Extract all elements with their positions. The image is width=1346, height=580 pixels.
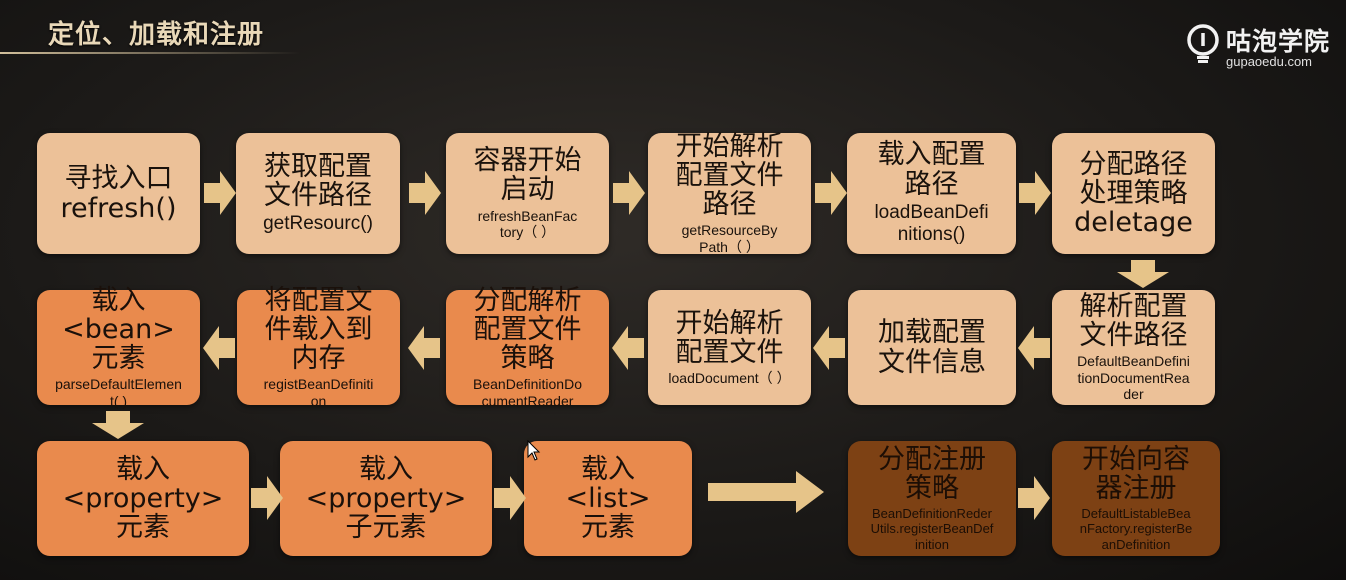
step-main-text: 载入<property>元素 xyxy=(62,453,224,544)
slide-title: 定位、加载和注册 xyxy=(48,20,265,50)
step-box: 开始解析配置文件 loadDocument（ ） xyxy=(648,290,811,405)
arrow-left-icon xyxy=(203,326,235,370)
arrow-right-icon xyxy=(613,171,645,215)
arrow-right-icon xyxy=(1019,171,1051,215)
arrow-left-icon xyxy=(813,326,845,370)
step-box: 载入<property>子元素 xyxy=(280,441,492,556)
arrow-left-icon xyxy=(1018,326,1050,370)
mouse-cursor-icon xyxy=(527,440,541,461)
long-arrow-right-icon xyxy=(708,471,824,513)
lightbulb-icon xyxy=(1187,24,1219,63)
step-box: 载入<list>元素 xyxy=(524,441,692,556)
step-box: 获取配置文件路径 getResourc() xyxy=(236,133,400,254)
step-main-text: 载入配置路径 xyxy=(877,139,986,200)
arrow-right-icon xyxy=(204,171,236,215)
arrow-down-icon xyxy=(1117,260,1169,288)
arrow-right-icon xyxy=(1018,476,1050,520)
step-method-text: loadDocument（ ） xyxy=(668,369,791,386)
step-main-text: 分配解析配置文件策略 xyxy=(473,284,582,375)
arrow-left-icon xyxy=(612,326,644,370)
arrow-right-icon xyxy=(251,476,283,520)
arrow-left-icon xyxy=(408,326,440,370)
step-main-text: 解析配置文件路径 xyxy=(1079,291,1188,352)
step-main-text: 将配置文件载入到内存 xyxy=(264,284,373,375)
step-main-text: 分配注册策略 xyxy=(878,443,986,504)
logo: 咕泡学院 gupaoedu.com xyxy=(1186,22,1336,72)
step-box: 载入<property>元素 xyxy=(37,441,249,556)
step-method-text: getResourc() xyxy=(263,212,373,234)
arrow-right-icon xyxy=(494,476,526,520)
arrow-right-icon xyxy=(815,171,847,215)
title-underline xyxy=(0,52,300,54)
step-main-text: 载入<bean>元素 xyxy=(62,284,175,375)
step-main-text: 开始解析配置文件路径 xyxy=(675,130,784,221)
step-main-text: 开始向容器注册 xyxy=(1082,443,1190,504)
logo-name: 咕泡学院 xyxy=(1226,27,1331,56)
arrow-down-icon xyxy=(92,411,144,439)
step-main-text: 载入<list>元素 xyxy=(565,453,651,544)
logo-url: gupaoedu.com xyxy=(1226,54,1313,69)
step-main-text: 加载配置文件信息 xyxy=(878,317,986,378)
arrow-right-icon xyxy=(409,171,441,215)
step-main-text: 获取配置文件路径 xyxy=(264,150,372,211)
step-box: 加载配置文件信息 xyxy=(848,290,1016,405)
step-main-text: 载入<property>子元素 xyxy=(305,453,467,544)
step-main-text: 开始解析配置文件 xyxy=(675,307,784,368)
step-main-text: 容器开始启动 xyxy=(473,145,582,206)
